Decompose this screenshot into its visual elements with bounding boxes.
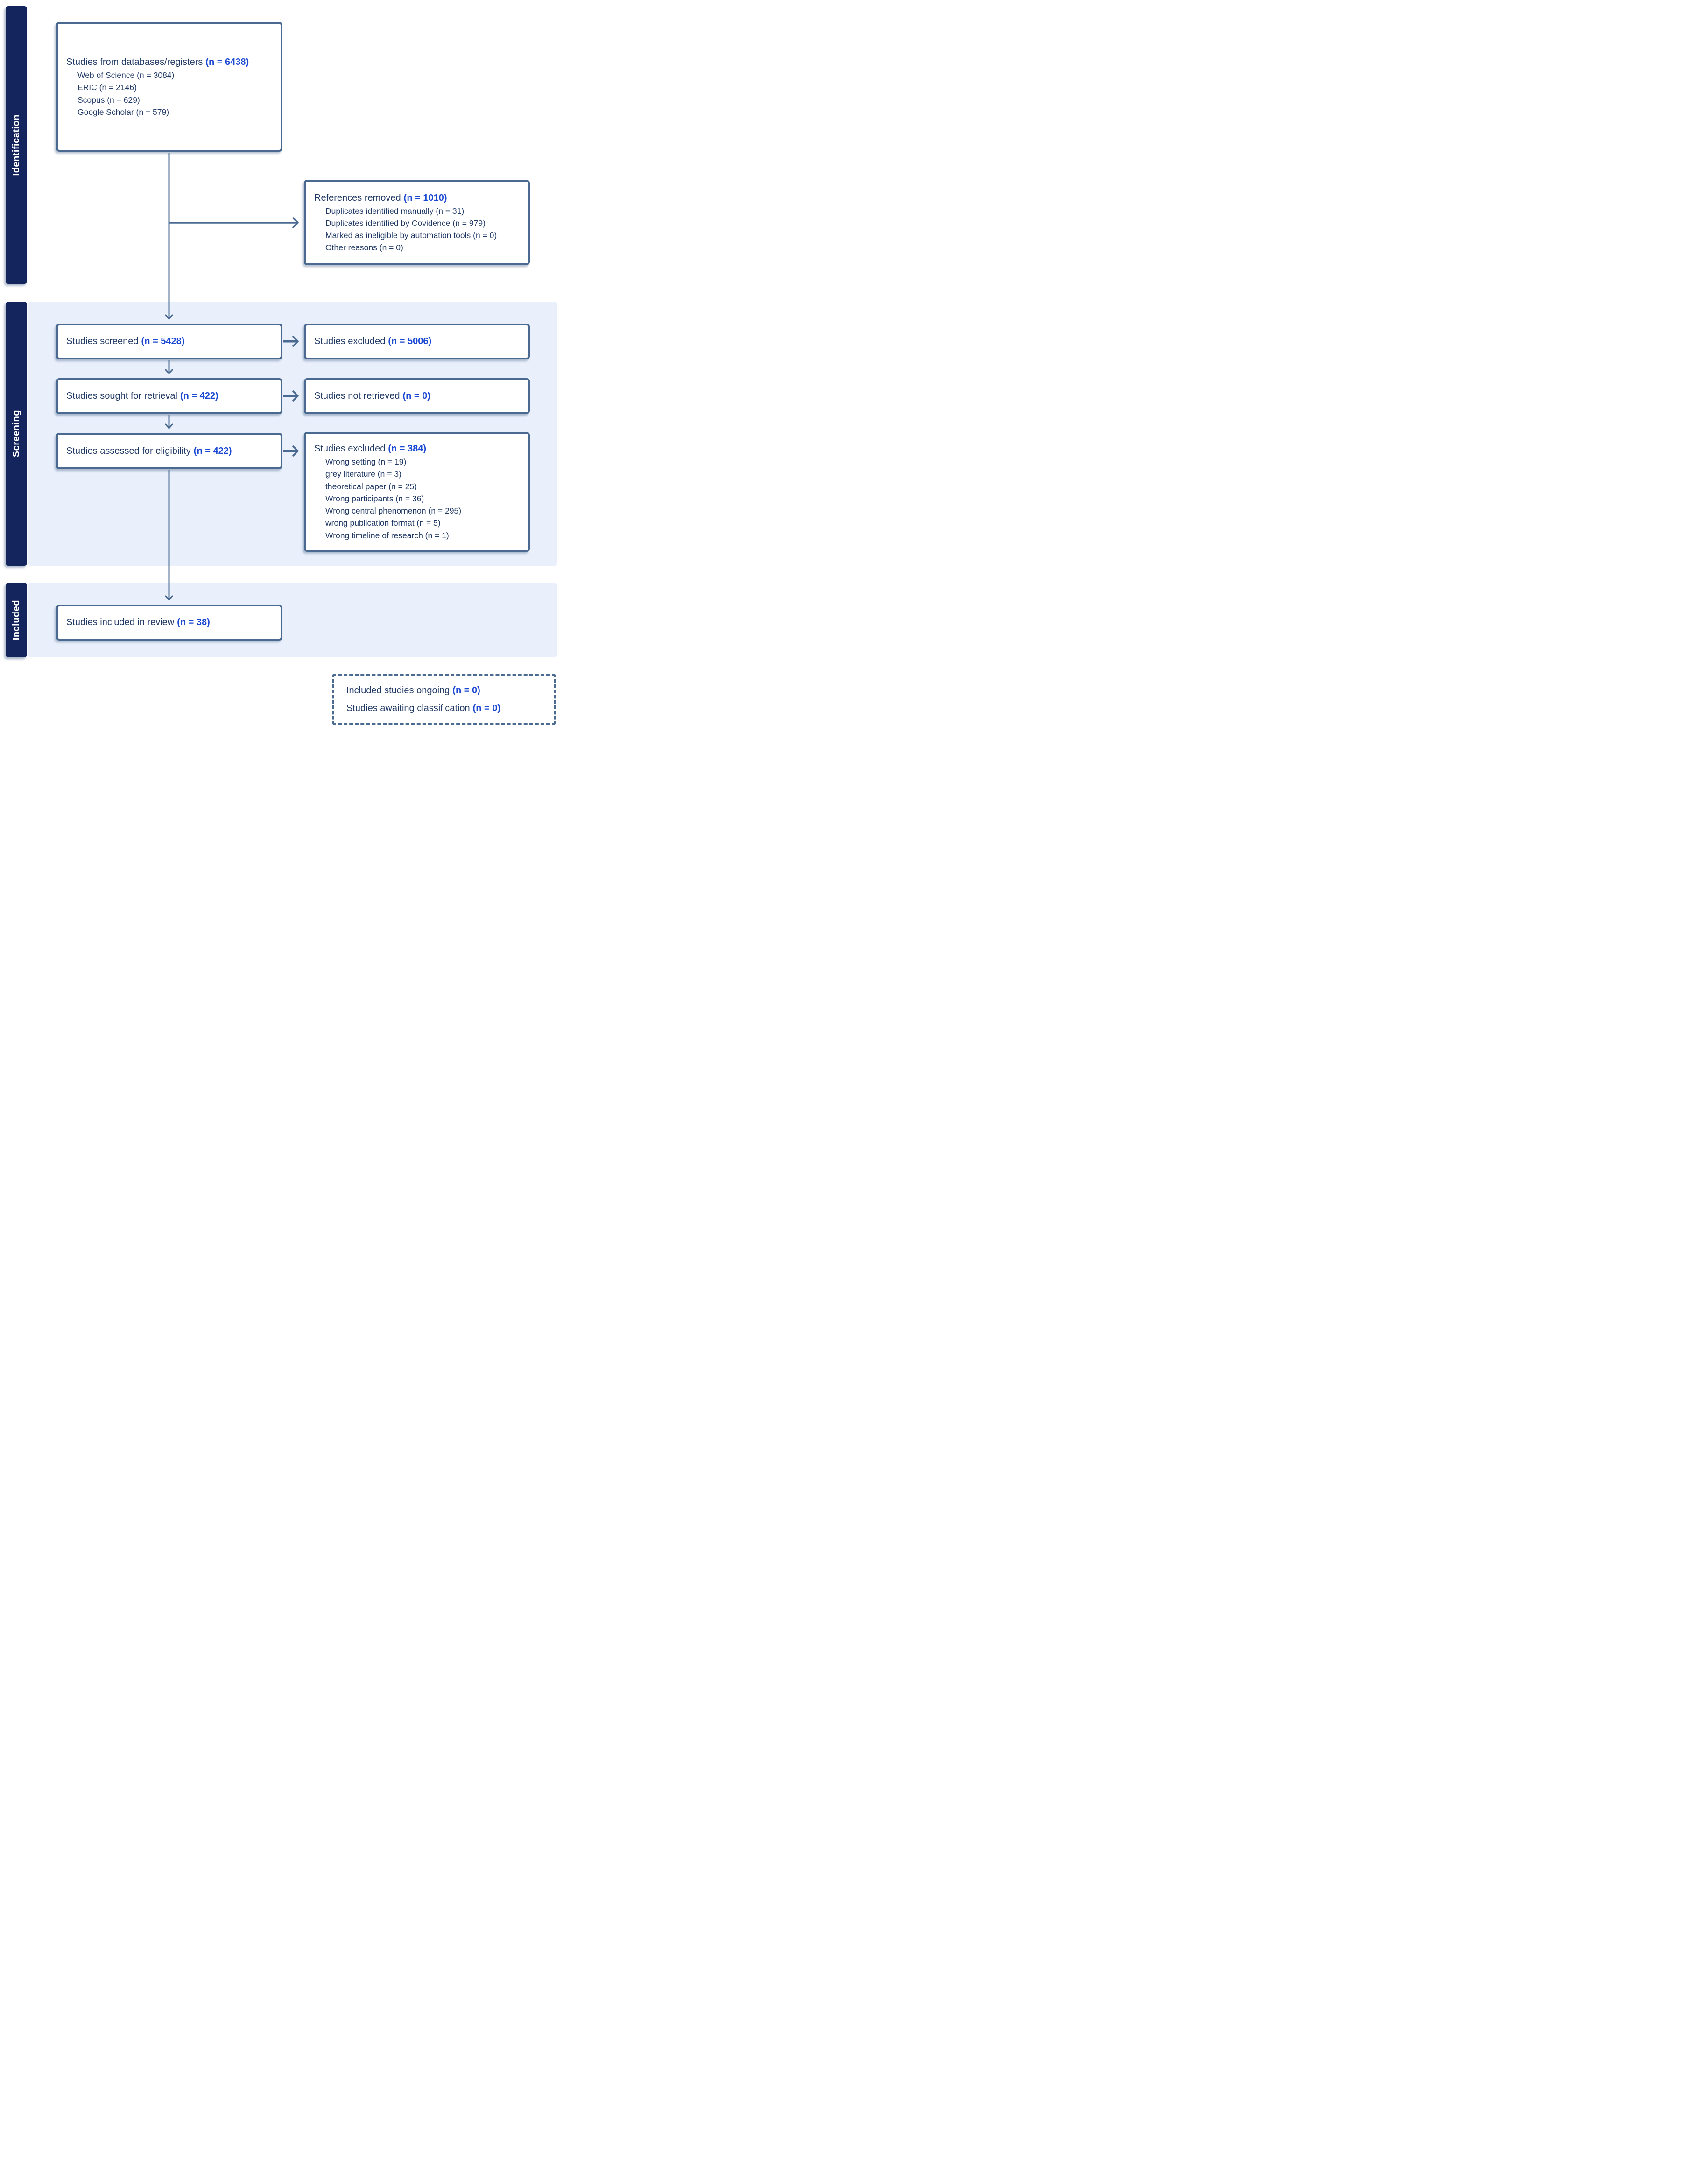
box-count: (n = 5006) — [388, 336, 432, 346]
excluded-screening-box: Studies excluded(n = 5006) — [304, 324, 530, 359]
box-item: Duplicates identified by Covidence (n = … — [325, 218, 486, 228]
box-title: Studies sought for retrieval(n = 422) — [66, 389, 277, 403]
box-count: (n = 0) — [452, 685, 480, 696]
box-count: (n = 6438) — [205, 57, 249, 67]
not-retrieved-box: Studies not retrieved(n = 0) — [304, 378, 530, 414]
identification-tab: Identification — [6, 6, 27, 284]
box-title: Studies from databases/registers(n = 643… — [66, 56, 277, 69]
box-count: (n = 384) — [388, 444, 427, 454]
prisma-flow-diagram: Identification Screening Included Studie… — [0, 0, 561, 728]
box-title-text: Studies included in review — [66, 617, 175, 627]
box-count: (n = 0) — [402, 391, 430, 401]
box-item: Other reasons (n = 0) — [325, 243, 403, 253]
box-title-text: Studies sought for retrieval — [66, 391, 177, 401]
included-review-box: Studies included in review(n = 38) — [56, 605, 282, 641]
box-title: Studies awaiting classification(n = 0) — [346, 702, 550, 715]
ongoing-awaiting-box: Included studies ongoing(n = 0) Studies … — [332, 674, 556, 725]
box-title: Included studies ongoing(n = 0) — [346, 684, 550, 697]
box-item: wrong publication format (n = 5) — [325, 518, 441, 528]
box-title-text: Studies screened — [66, 336, 139, 346]
box-item: Duplicates identified manually (n = 31) — [325, 206, 465, 216]
box-title-text: Studies not retrieved — [314, 391, 400, 401]
box-item: ERIC (n = 2146) — [77, 83, 137, 92]
box-count: (n = 1010) — [403, 192, 447, 203]
box-title: Studies assessed for eligibility(n = 422… — [66, 444, 277, 458]
identification-label: Identification — [11, 114, 21, 176]
box-title: Studies excluded(n = 384) — [314, 442, 524, 456]
included-label: Included — [11, 599, 21, 641]
references-removed-box: References removed(n = 1010) Duplicates … — [304, 180, 530, 265]
box-title: Studies not retrieved(n = 0) — [314, 389, 524, 403]
box-title-text: Included studies ongoing — [346, 685, 450, 696]
excluded-eligibility-box: Studies excluded(n = 384) Wrong setting … — [304, 432, 530, 552]
box-item: Google Scholar (n = 579) — [77, 107, 169, 117]
sought-box: Studies sought for retrieval(n = 422) — [56, 378, 282, 414]
box-title-text: Studies from databases/registers — [66, 57, 203, 67]
databases-box: Studies from databases/registers(n = 643… — [56, 22, 282, 152]
box-title: Studies screened(n = 5428) — [66, 335, 277, 348]
box-item: theoretical paper (n = 25) — [325, 481, 417, 491]
box-title-text: Studies awaiting classification — [346, 703, 470, 713]
box-title-text: Studies excluded — [314, 336, 386, 346]
included-tab: Included — [6, 583, 27, 657]
box-count: (n = 0) — [472, 703, 501, 713]
box-title-text: Studies assessed for eligibility — [66, 445, 191, 456]
box-item: Wrong participants (n = 36) — [325, 493, 424, 503]
box-count: (n = 422) — [180, 391, 218, 401]
box-count: (n = 422) — [193, 445, 232, 456]
box-title-text: Studies excluded — [314, 444, 386, 454]
box-item: Wrong timeline of research (n = 1) — [325, 530, 449, 540]
assessed-box: Studies assessed for eligibility(n = 422… — [56, 433, 282, 469]
box-title: Studies included in review(n = 38) — [66, 616, 277, 629]
box-item: Marked as ineligible by automation tools… — [325, 231, 497, 240]
screening-tab: Screening — [6, 302, 27, 566]
box-title: Studies excluded(n = 5006) — [314, 335, 524, 348]
box-item: Wrong setting (n = 19) — [325, 457, 407, 467]
box-count: (n = 5428) — [141, 336, 185, 346]
box-title: References removed(n = 1010) — [314, 191, 524, 205]
box-item: Web of Science (n = 3084) — [77, 70, 175, 80]
box-title-text: References removed — [314, 192, 401, 203]
screening-label: Screening — [11, 410, 21, 458]
box-item: grey literature (n = 3) — [325, 469, 401, 479]
box-item: Wrong central phenomenon (n = 295) — [325, 506, 462, 516]
box-count: (n = 38) — [177, 617, 210, 627]
screened-box: Studies screened(n = 5428) — [56, 324, 282, 359]
box-item: Scopus (n = 629) — [77, 95, 140, 105]
flow-arrows — [165, 153, 299, 601]
